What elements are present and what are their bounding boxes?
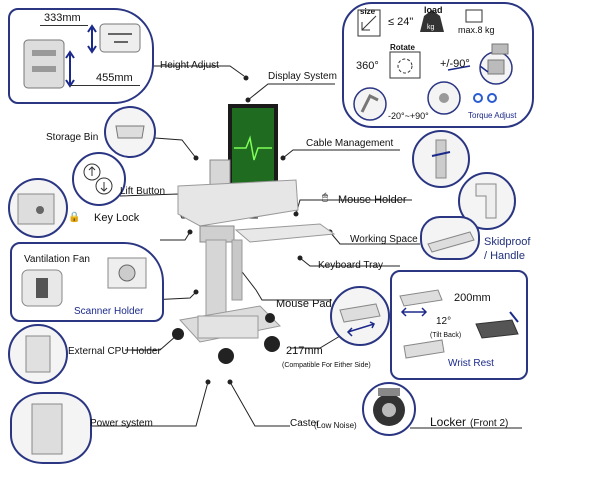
mouse-pad-size: 217mm: [286, 345, 323, 357]
working-space-label: Working Space: [350, 234, 418, 245]
mouse-icon: 🖱: [322, 192, 328, 203]
load-tag: load: [424, 5, 443, 15]
lock-icon: 🔒: [68, 212, 81, 223]
power-system-bubble: [10, 392, 92, 464]
load-icon-text: kg: [427, 24, 435, 31]
ventilation-scanner-panel: [10, 242, 164, 322]
height-adjust-illustration: [23, 23, 141, 89]
external-cpu-label: External CPU Holder: [68, 346, 161, 357]
lift-button-label: Lift Button: [120, 186, 166, 197]
size-tag: size: [360, 7, 376, 16]
storage-bin-label: Storage Bin: [46, 132, 99, 143]
caster-bubble: [362, 382, 416, 436]
cable-management-bubble: [412, 130, 470, 188]
load-value: max.8 kg: [458, 25, 495, 35]
key-lock-label: Key Lock: [94, 212, 140, 224]
skidproof-line1: Skidproof: [484, 236, 531, 248]
keyboard-tray-label: Keyboard Tray: [318, 260, 384, 271]
height-adjust-label: Height Adjust: [160, 60, 219, 71]
rotate-value: 360°: [356, 60, 379, 72]
mouse-pad-label: Mouse Pad: [276, 298, 332, 310]
tilt-value: -20°~+90°: [388, 111, 429, 121]
height-top-value: 333mm: [44, 12, 81, 24]
caster-label: Caster: [290, 418, 320, 429]
tray-tilt-note: (Tilt Back): [430, 332, 462, 339]
tray-detail-panel: [390, 270, 528, 380]
storage-bin-bubble: [104, 106, 156, 158]
power-system-label: Power system: [90, 418, 153, 429]
display-system-label: Display System: [268, 71, 337, 82]
locker-label: Locker: [430, 415, 467, 429]
tray-width-value: 200mm: [454, 292, 491, 304]
key-lock-bubble: [8, 178, 68, 238]
scanner-holder-label: Scanner Holder: [74, 306, 144, 317]
skidproof-line2: / Handle: [484, 250, 525, 262]
lift-button-bubble: [72, 152, 126, 206]
caster-note: (Low Noise): [314, 421, 357, 430]
mouse-holder-label: Mouse Holder: [338, 194, 407, 206]
size-value: ≤ 24": [388, 16, 414, 28]
ventilation-fan-label: Vantilation Fan: [24, 254, 90, 265]
rotate-tag: Rotate: [390, 43, 415, 52]
external-cpu-bubble: [8, 324, 68, 384]
tray-tilt-value: 12°: [436, 316, 452, 327]
mouse-pad-note: (Compatible For Either Side): [282, 362, 371, 369]
torque-label: Torque Adjust: [468, 111, 517, 120]
locker-note: (Front 2): [470, 418, 509, 429]
height-adjust-panel: [8, 8, 154, 104]
cable-management-label: Cable Management: [306, 138, 394, 149]
height-bottom-value: 455mm: [96, 72, 133, 84]
swivel-value: +/-90°: [440, 58, 470, 70]
wrist-rest-label: Wrist Rest: [448, 358, 494, 369]
mouse-pad-bubble: [330, 286, 390, 346]
working-space-bubble: [420, 216, 480, 260]
